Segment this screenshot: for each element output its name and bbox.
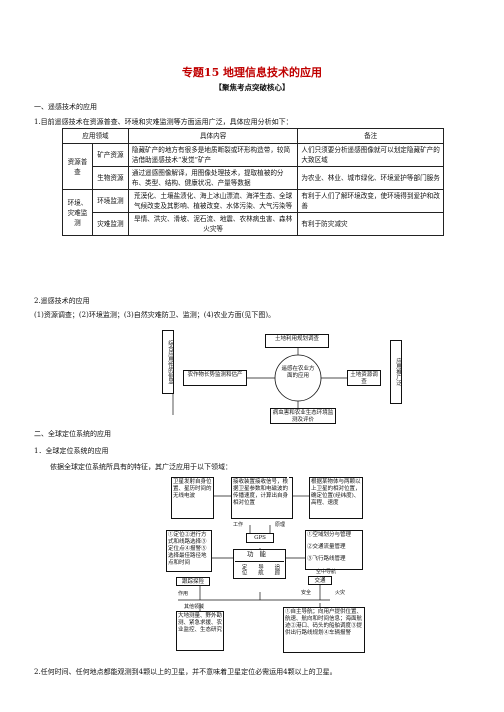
paragraph-3: (1)资源调查；(2)环境监测；(3)自然灾难防卫、监测；(4)农业方面(见下图…	[34, 311, 276, 319]
table-cell: 生物资源	[91, 166, 129, 190]
d2-receiver-box: 接收装置接收信号，根据卫星参数和电磁波的传播速度，计算出自身相对位置	[231, 477, 293, 519]
d2-transport-box: 交通	[308, 576, 332, 585]
table-cell: 为农业、林业、城市绿化、环境爱护等部门服务	[297, 166, 444, 190]
paragraph-6: 2.任何时间、任何地点都能观测到4颗以上的卫星，并不意味着卫星定位必需运用4颗以…	[34, 668, 337, 676]
d2-safety-label: 安全	[301, 590, 312, 596]
table-group-cell: 环境、灾难监测	[62, 189, 93, 236]
page-title: 专题15 地理信息技术的应用	[181, 66, 323, 79]
table-row: 灾难监测 旱情、洪灾、滑坡、泥石流、地震、农林病虫害、森林火灾等 有利于防灾减灾	[63, 212, 444, 236]
d2-left-bottom-box: 大地测量、野外勘测、紧急求援、农业监控、生态研究	[176, 611, 224, 651]
d2-satellite-box: 卫星发射自身位置、星历时间的无线电波	[171, 477, 214, 519]
d1-mid-right-box: 土地资源调查	[347, 370, 381, 386]
d1-right-box: 应用推广泛	[390, 340, 402, 404]
d2-work-label: 工作	[233, 522, 244, 528]
d2-right-box: ①空域划分与管理 ②交通流量管理 ③飞行路线管理	[305, 530, 363, 570]
d2-spacer	[287, 477, 289, 479]
table-cell: 人们只须要分析遥感图像就可以划定隐藏矿产的大致区域	[297, 143, 444, 167]
section-heading-1: 一、遥感技术的应用	[34, 103, 97, 111]
paragraph-1: 1.目前遥感技术在资源普查、环境和灾难监测等方面运用广泛，具体应用分析如下：	[34, 118, 293, 126]
d1-left-box: 综合应用性的侧显	[162, 330, 174, 394]
d2-right-bottom-box: ①自主导航；向用户提供位置、航速、航向和时间信息；海面航迹②港口、码头的船舶调度…	[283, 607, 365, 653]
table-cell: 灾难监测	[91, 212, 129, 236]
d1-center-label: 遥感在农业方面的应用	[281, 366, 315, 379]
d2-r3: ③飞行路线管理	[307, 556, 346, 562]
d2-disaster-label: 火灾	[335, 590, 346, 596]
page-subtitle: 【聚焦考点突破核心】	[214, 83, 290, 92]
paragraph-5: 依据全球定位系统所具有的特征，其广泛应用于以下领域：	[50, 463, 232, 471]
table-cell: 旱情、洪灾、滑坡、泥石流、地震、农林病虫害、森林火灾等	[127, 212, 299, 236]
table-cell: 有利于防灾减灾	[297, 212, 444, 236]
remote-sensing-table: 应用领域 具体内容 备注 资源普查 矿产资源 隐藏矿产的地方有很多是地质断裂或环…	[62, 128, 444, 236]
paragraph-4: 1．全球定位系统的应用	[34, 447, 109, 455]
d2-aviation-label: 空中导航	[316, 569, 337, 575]
d2-r2: ②交通流量管理	[307, 544, 346, 550]
table-cell: 环境监测	[91, 189, 129, 213]
d2-track-box: 跟踪探险	[176, 577, 210, 586]
d2-f3: 追踪	[273, 564, 280, 575]
paragraph-2: 2.遥感技术的应用	[34, 297, 90, 305]
section-heading-2: 二、全球定位系统的应用	[34, 430, 111, 438]
table-cell: 矿产资源	[91, 143, 129, 167]
d2-left-box: ①定位②进行方式和线路选择③定位点④报警⑤选择最佳路径地点和时间	[166, 530, 212, 572]
d2-f1: 定位	[240, 564, 247, 575]
table-row: 环境、灾难监测 环境监测 荒漠化、土壤盐渍化、海上冰山漂流、海洋生态、全球气候改…	[62, 189, 444, 236]
table-row: 资源普查 矿产资源 隐藏矿产的地方有很多是地质断裂或环形构造带，较简洁借助遥感技…	[62, 143, 444, 190]
d2-function-label: 功能	[235, 551, 284, 562]
d2-gps-box: GPS	[246, 533, 274, 543]
d1-mid-left-box: 农作物长势监测和估产	[183, 370, 247, 386]
d2-act-label: 作用	[178, 591, 189, 597]
d1-top-box: 土地利用规划调查	[265, 334, 329, 348]
table-cell: 有利于人们了解环境改变，使环境得到爱护和改善	[297, 189, 444, 213]
d2-principle-label: 原理	[275, 522, 286, 528]
d1-bottom-box: 病虫害和农业生态环境监测及评价	[270, 408, 336, 424]
d2-position-box: 根据某物体与两颗以上卫星的相对位置，确定位置(经纬度)、高程、速度	[309, 477, 363, 519]
d2-function-box: 功能 定位 导航 追踪	[233, 549, 286, 579]
d2-other-label: 其他领域	[184, 604, 205, 610]
d2-r1: ①空域划分与管理	[307, 532, 352, 538]
d2-f2: 导航	[256, 564, 263, 575]
